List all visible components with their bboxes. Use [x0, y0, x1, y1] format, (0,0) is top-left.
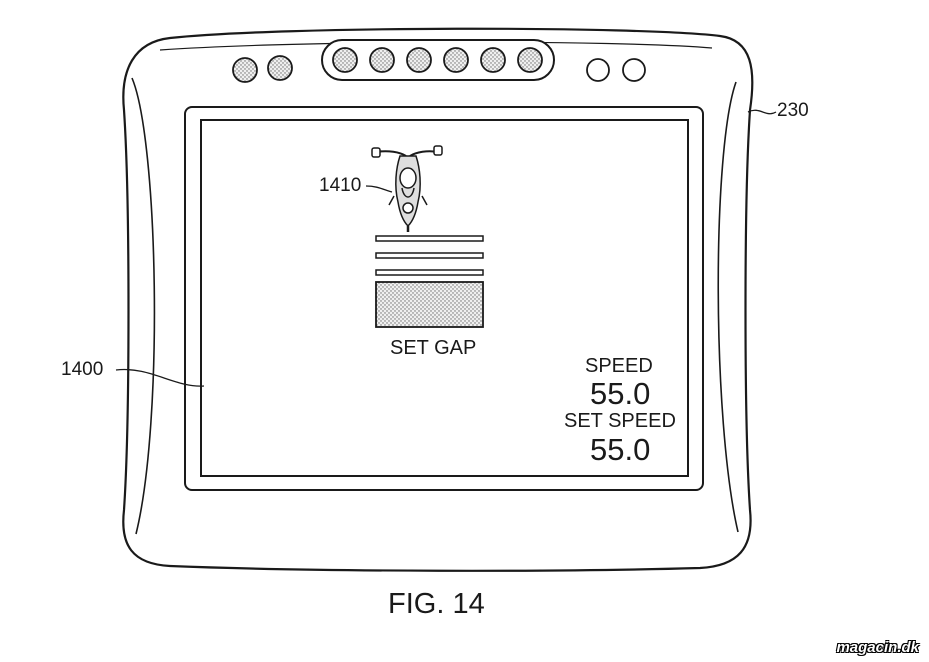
left-button-2[interactable] [268, 56, 292, 80]
gap-bar-3 [376, 270, 483, 275]
center-button-2[interactable] [370, 48, 394, 72]
gap-selected-block [376, 282, 483, 327]
gap-bar-2 [376, 253, 483, 258]
center-button-5[interactable] [481, 48, 505, 72]
center-button-6[interactable] [518, 48, 542, 72]
speed-label: SPEED [585, 356, 653, 376]
leader-230 [748, 110, 776, 113]
gap-bar-1 [376, 236, 483, 241]
right-button-2[interactable] [623, 59, 645, 81]
left-button-1[interactable] [233, 58, 257, 82]
center-button-1[interactable] [333, 48, 357, 72]
center-button-4[interactable] [444, 48, 468, 72]
speed-value: 55.0 [590, 378, 650, 409]
reference-numeral-1410: 1410 [319, 176, 361, 195]
set-speed-value: 55.0 [590, 434, 650, 465]
set-speed-label: SET SPEED [564, 411, 676, 431]
watermark: magacin.dk [836, 640, 919, 655]
reference-numeral-230: 230 [777, 101, 809, 120]
center-button-3[interactable] [407, 48, 431, 72]
set-gap-label: SET GAP [390, 338, 476, 358]
figure-caption: FIG. 14 [388, 590, 485, 619]
right-button-1[interactable] [587, 59, 609, 81]
reference-numeral-1400: 1400 [61, 360, 103, 379]
